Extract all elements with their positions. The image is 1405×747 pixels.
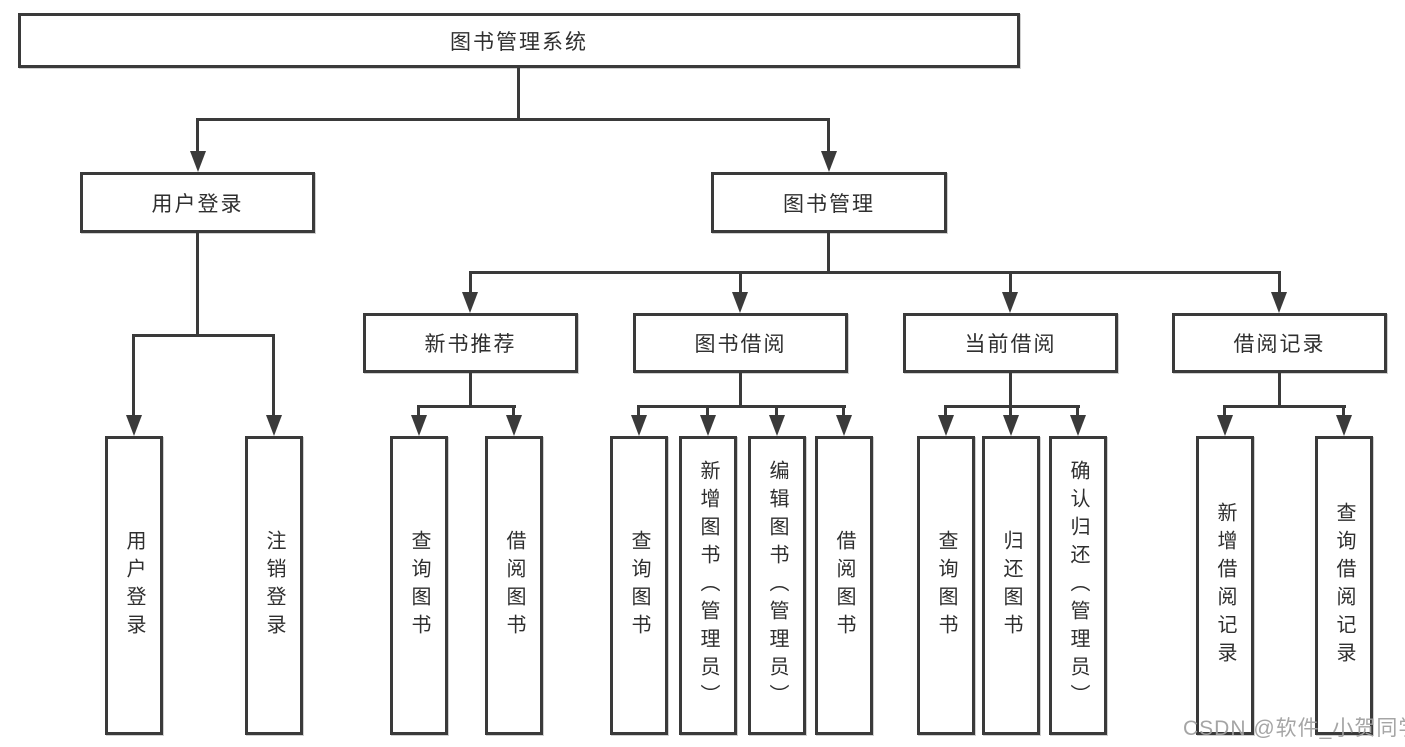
leaf-label: 确认归还（管理员） xyxy=(1067,459,1089,712)
connector-management-stem xyxy=(827,233,830,274)
connector-drop-leaf xyxy=(417,405,420,419)
leaf-label: 归还图书 xyxy=(1000,529,1022,642)
connector-drop-user-login xyxy=(196,118,199,154)
connector-module-stem xyxy=(739,373,742,407)
node-book-borrow: 图书借阅 xyxy=(633,313,848,373)
leaf-label: 借阅图书 xyxy=(503,529,525,642)
arrow-down-icon xyxy=(462,292,478,313)
node-label: 当前借阅 xyxy=(964,333,1057,356)
leaf-label: 新增借阅记录 xyxy=(1214,501,1236,670)
leaf-return-book: 归还图书 xyxy=(982,436,1040,735)
connector-drop-leaf xyxy=(1342,405,1345,419)
node-book-management: 图书管理 xyxy=(711,172,947,233)
arrow-down-icon xyxy=(938,415,954,436)
watermark: CSDN @软件_小贺同学 xyxy=(1183,717,1405,740)
connector-user-branch-stem xyxy=(196,233,199,336)
connector-leaf-rail xyxy=(417,405,516,408)
leaf-label: 注销登录 xyxy=(263,529,285,642)
connector-drop-module xyxy=(469,271,472,295)
connector-drop-leaf xyxy=(944,405,947,419)
leaf-query-books-borrow: 查询图书 xyxy=(610,436,668,735)
arrow-down-icon xyxy=(769,415,785,436)
node-label: 新书推荐 xyxy=(424,333,517,356)
connector-drop-leaf xyxy=(1076,405,1079,419)
leaf-query-books-current: 查询图书 xyxy=(917,436,975,735)
leaf-add-book-admin: 新增图书（管理员） xyxy=(679,436,737,735)
leaf-borrow-books: 借阅图书 xyxy=(815,436,873,735)
node-label: 图书管理 xyxy=(783,192,875,216)
leaf-label: 借阅图书 xyxy=(833,529,855,642)
node-new-book-recommend: 新书推荐 xyxy=(363,313,578,373)
leaf-label: 新增图书（管理员） xyxy=(697,459,719,712)
leaf-label: 查询借阅记录 xyxy=(1333,501,1355,670)
arrow-down-icon xyxy=(411,415,427,436)
arrow-down-icon xyxy=(1070,415,1086,436)
connector-module-stem xyxy=(469,373,472,407)
arrow-down-icon xyxy=(1336,415,1352,436)
connector-drop-leaf xyxy=(1223,405,1226,419)
connector-leaf-rail xyxy=(637,405,846,408)
connector-drop-leaf xyxy=(1009,405,1012,419)
leaf-label: 查询图书 xyxy=(935,529,957,642)
node-label: 图书管理系统 xyxy=(450,30,588,54)
leaf-label: 编辑图书（管理员） xyxy=(766,459,788,712)
arrow-down-icon xyxy=(1271,292,1287,313)
connector-drop-leaf xyxy=(637,405,640,419)
arrow-down-icon xyxy=(1002,292,1018,313)
leaf-confirm-return-admin: 确认归还（管理员） xyxy=(1049,436,1107,735)
arrow-down-icon xyxy=(1217,415,1233,436)
connector-level2-rail xyxy=(196,118,830,121)
connector-drop-leaf xyxy=(842,405,845,419)
arrow-down-icon xyxy=(1003,415,1019,436)
connector-leaf-rail xyxy=(1223,405,1346,408)
connector-drop-module xyxy=(739,271,742,295)
arrow-down-icon xyxy=(821,151,837,172)
node-library-system: 图书管理系统 xyxy=(18,13,1020,68)
connector-user-branch-rail xyxy=(132,334,275,337)
arrow-down-icon xyxy=(732,292,748,313)
connector-drop-leaf xyxy=(706,405,709,419)
leaf-query-borrow-record: 查询借阅记录 xyxy=(1315,436,1373,735)
connector-root-stem xyxy=(517,68,520,120)
leaf-edit-book-admin: 编辑图书（管理员） xyxy=(748,436,806,735)
connector-drop-leaf xyxy=(775,405,778,419)
connector-modules-rail xyxy=(469,271,1281,274)
connector-drop-leaf xyxy=(512,405,515,419)
arrow-down-icon xyxy=(506,415,522,436)
arrow-down-icon xyxy=(266,415,282,436)
leaf-label: 查询图书 xyxy=(408,529,430,642)
arrow-down-icon xyxy=(631,415,647,436)
connector-drop-book-management xyxy=(827,118,830,154)
leaf-label: 查询图书 xyxy=(628,529,650,642)
connector-drop-module xyxy=(1278,271,1281,295)
node-current-borrow: 当前借阅 xyxy=(903,313,1118,373)
leaf-query-books-recommend: 查询图书 xyxy=(390,436,448,735)
connector-drop-leaf xyxy=(132,334,135,418)
arrow-down-icon xyxy=(836,415,852,436)
arrow-down-icon xyxy=(126,415,142,436)
node-label: 用户登录 xyxy=(151,192,244,216)
connector-module-stem xyxy=(1009,373,1012,407)
leaf-borrow-books-recommend: 借阅图书 xyxy=(485,436,543,735)
arrow-down-icon xyxy=(190,151,206,172)
leaf-add-borrow-record: 新增借阅记录 xyxy=(1196,436,1254,735)
leaf-user-login: 用户登录 xyxy=(105,436,163,735)
connector-leaf-rail xyxy=(944,405,1080,408)
node-borrow-records: 借阅记录 xyxy=(1172,313,1387,373)
node-label: 图书借阅 xyxy=(694,333,787,356)
connector-module-stem xyxy=(1278,373,1281,407)
leaf-logout: 注销登录 xyxy=(245,436,303,735)
connector-drop-module xyxy=(1009,271,1012,295)
connector-drop-leaf xyxy=(272,334,275,418)
leaf-label: 用户登录 xyxy=(123,529,145,642)
node-label: 借阅记录 xyxy=(1233,333,1326,356)
arrow-down-icon xyxy=(700,415,716,436)
node-user-login: 用户登录 xyxy=(80,172,315,233)
